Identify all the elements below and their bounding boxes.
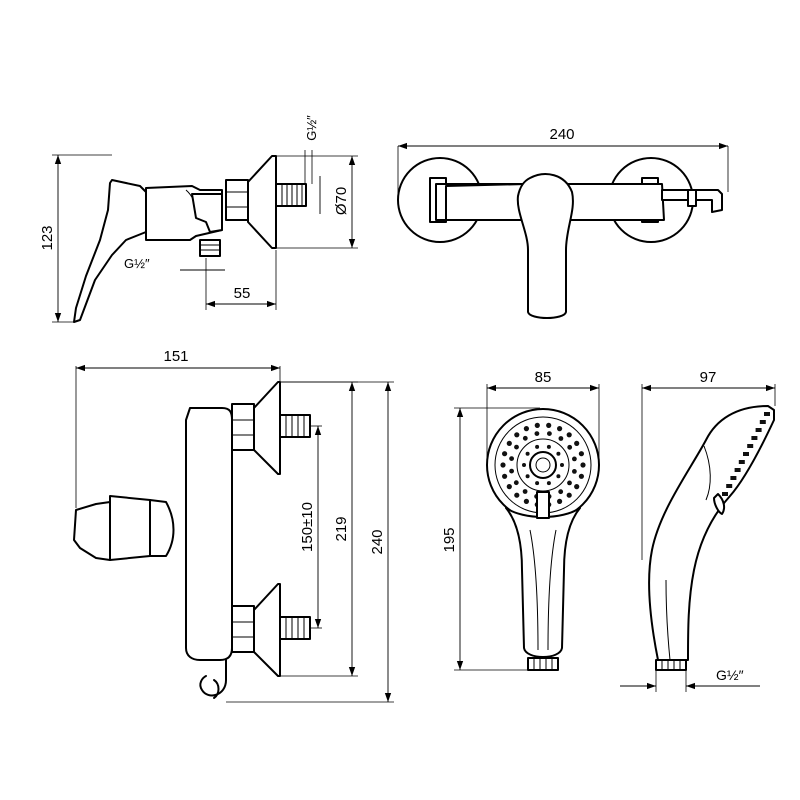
dim-side-thread-top: G½″ (304, 115, 319, 141)
nozzle-hole (567, 480, 572, 486)
front-flange-bottom (253, 583, 281, 677)
nozzle-hole (574, 440, 580, 446)
side-nut (225, 179, 249, 221)
nozzle-hole (535, 481, 540, 486)
nozzle-hole (502, 451, 508, 457)
nozzle-hole (547, 431, 552, 436)
top-view: 240 (397, 126, 729, 319)
hand-shower-profile: 97 G½″ (620, 369, 776, 692)
front-nut-bottom (231, 605, 255, 653)
shower-handle (505, 507, 581, 658)
nozzle-hole (513, 480, 519, 486)
dim-side-height: 123 (39, 225, 56, 250)
nozzle-hole (572, 456, 577, 462)
nozzle-hole (557, 498, 563, 504)
nozzle-hole (560, 463, 564, 467)
nozzle-hole (558, 489, 564, 495)
dim-shower-width: 85 (535, 369, 552, 386)
nozzle-hole (572, 469, 577, 474)
nozzle-hole (514, 432, 520, 438)
side-thread (275, 183, 307, 207)
nozzle-hole (534, 431, 540, 436)
side-elbow (191, 193, 223, 233)
shower-profile-nozzles (722, 412, 770, 496)
side-thread-marks (281, 184, 303, 206)
front-body (185, 407, 233, 661)
nozzle-hole (567, 444, 573, 450)
shower-profile-connector (655, 659, 687, 671)
profile-nozzle (726, 484, 733, 488)
nozzle-hole (509, 468, 514, 474)
shower-connector (527, 657, 559, 671)
dim-shower-thread: G½″ (716, 667, 744, 683)
nozzle-hole (500, 462, 506, 468)
nozzle-hole (522, 435, 528, 441)
nozzle-hole (514, 492, 520, 498)
nozzle-hole (566, 432, 572, 438)
nozzle-hole (506, 484, 512, 490)
nozzle-hole (522, 463, 526, 467)
front-view: 151 150±10 219 240 (73, 348, 394, 703)
front-knob (73, 501, 111, 561)
profile-nozzle (764, 412, 770, 416)
dim-shower-profile-depth: 97 (700, 369, 717, 386)
nozzle-hole (546, 422, 552, 428)
nozzle-hole (509, 456, 514, 461)
profile-nozzle (734, 468, 741, 472)
nozzle-hole (534, 422, 540, 428)
dim-front-inner-height: 219 (333, 516, 350, 541)
nozzle-hole (578, 451, 585, 457)
dim-front-depth: 151 (163, 348, 188, 365)
dim-side-diameter: Ø70 (333, 187, 350, 215)
dim-top-width: 240 (549, 126, 574, 143)
dim-side-thread-bottom: G½″ (124, 256, 150, 271)
dim-front-total-height: 240 (369, 529, 386, 554)
side-flange (247, 155, 277, 249)
dim-front-spacing: 150±10 (299, 502, 316, 552)
nozzle-hole (546, 444, 551, 449)
nozzle-hole (580, 462, 586, 468)
profile-nozzle (755, 428, 762, 432)
top-handle (516, 173, 574, 319)
nozzle-hole (574, 484, 580, 490)
profile-nozzle (747, 444, 754, 448)
side-outlet (199, 239, 221, 257)
front-nut-top (231, 403, 255, 451)
side-view: 123 G½″ Ø70 G½″ 55 (39, 115, 358, 323)
profile-nozzle (743, 452, 749, 456)
profile-nozzle (722, 492, 728, 496)
shower-profile-body (648, 405, 775, 661)
dim-shower-length: 195 (441, 527, 458, 552)
profile-nozzle (759, 420, 766, 424)
nozzle-hole (558, 436, 564, 441)
profile-nozzle (730, 476, 737, 480)
nozzle-hole (525, 474, 530, 479)
front-flange-top (253, 381, 281, 475)
front-hook (199, 659, 227, 697)
hand-shower-front: 85 195 (441, 369, 600, 671)
nozzle-hole (556, 474, 561, 479)
nozzle-hole (506, 440, 512, 446)
nozzle-hole (556, 451, 561, 456)
dim-side-offset: 55 (234, 285, 251, 302)
nozzle-hole (523, 498, 530, 504)
nozzle-hole (522, 489, 528, 494)
nozzle-hole (566, 492, 572, 498)
nozzle-hole (546, 481, 551, 486)
nozzle-hole (557, 426, 563, 432)
side-lever (73, 179, 147, 323)
nozzle-hole (514, 444, 519, 450)
nozzle-hole (523, 426, 530, 432)
nozzle-hole (502, 473, 508, 479)
profile-nozzle (751, 436, 758, 440)
profile-nozzle (738, 460, 745, 464)
nozzle-hole (525, 451, 530, 456)
nozzle-hole (578, 473, 585, 479)
nozzle-hole (535, 444, 540, 449)
